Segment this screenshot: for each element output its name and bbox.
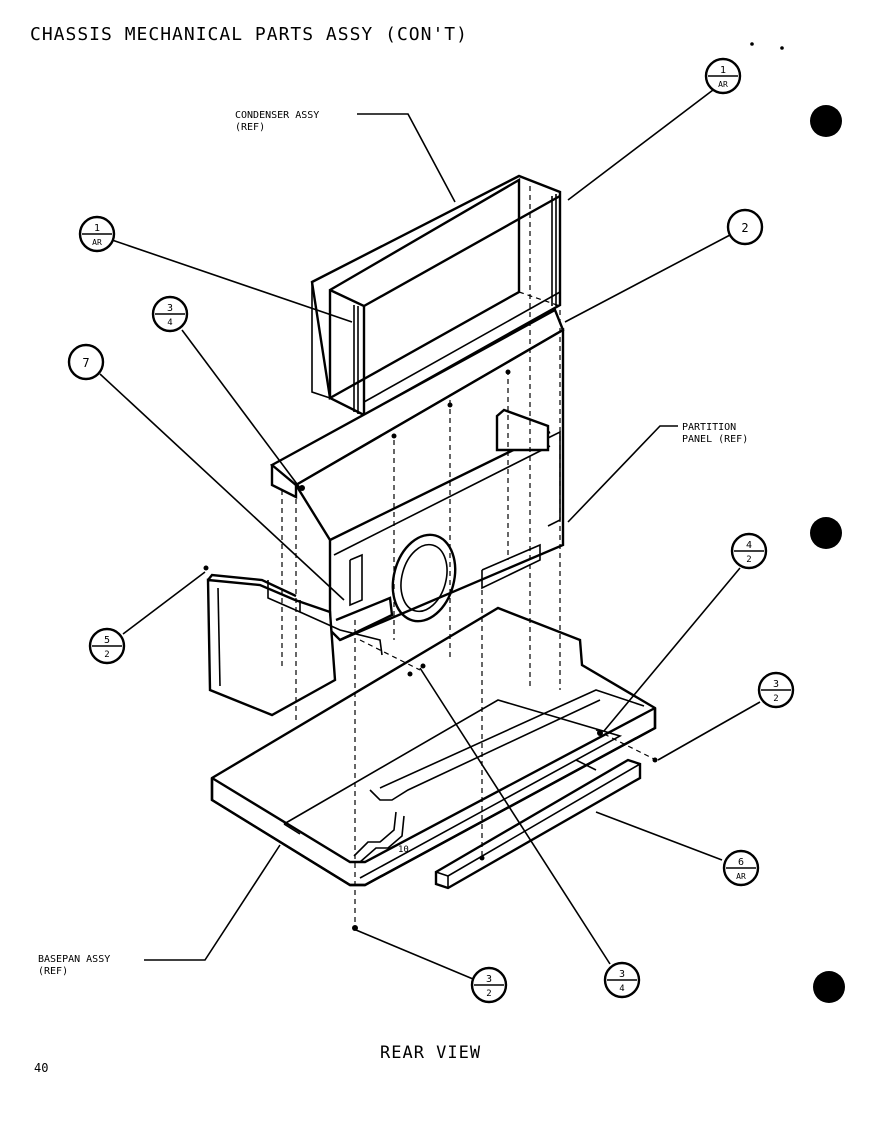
- svg-text:2: 2: [741, 221, 748, 235]
- svg-text:3: 3: [486, 974, 492, 985]
- svg-text:AR: AR: [718, 80, 728, 89]
- callout-c7: 5 2: [88, 627, 126, 665]
- svg-text:AR: AR: [736, 872, 746, 881]
- svg-text:2: 2: [746, 555, 751, 565]
- stray-mark: [750, 42, 754, 46]
- leader-partition: [567, 425, 678, 523]
- svg-text:AR: AR: [92, 238, 102, 247]
- svg-text:7: 7: [82, 356, 89, 370]
- svg-text:CONDENSER ASSY: CONDENSER ASSY: [235, 110, 319, 121]
- svg-text:5: 5: [104, 635, 110, 646]
- callout-c2: 1 AR: [78, 215, 116, 253]
- page-number: 40: [34, 1061, 48, 1075]
- svg-text:BASEPAN ASSY: BASEPAN ASSY: [38, 954, 110, 965]
- leader-basepan: [144, 844, 281, 961]
- callout-c5: 7: [67, 343, 105, 381]
- callout-c4: 3 4: [151, 295, 189, 333]
- svg-text:3: 3: [619, 969, 625, 980]
- callout-c1: 1 AR: [704, 57, 742, 95]
- basepan-assembly: 10: [210, 606, 657, 887]
- page-title: CHASSIS MECHANICAL PARTS ASSY (CON'T): [30, 24, 468, 45]
- svg-text:4: 4: [167, 318, 172, 328]
- binder-hole-top: [810, 105, 842, 137]
- svg-text:3: 3: [773, 679, 779, 690]
- svg-text:1: 1: [720, 65, 726, 76]
- stray-mark: [780, 46, 784, 50]
- condenser-assembly: [310, 174, 562, 417]
- label-condenser: CONDENSER ASSY (REF): [235, 110, 319, 133]
- svg-text:(REF): (REF): [38, 966, 68, 977]
- fastener-dots: [203, 369, 658, 931]
- svg-text:6: 6: [738, 857, 744, 868]
- svg-text:PANEL (REF): PANEL (REF): [682, 434, 748, 445]
- leader-condenser: [357, 113, 456, 203]
- bottom-bar: [434, 758, 642, 890]
- binder-hole-bottom: [813, 971, 845, 1003]
- callout-c6: 4 2: [730, 532, 768, 570]
- svg-text:2: 2: [773, 694, 778, 704]
- svg-text:2: 2: [486, 989, 491, 999]
- view-label: REAR VIEW: [380, 1043, 481, 1063]
- label-partition: PARTITION PANEL (REF): [682, 422, 748, 445]
- svg-text:2: 2: [104, 650, 109, 660]
- svg-text:4: 4: [746, 540, 752, 551]
- svg-text:4: 4: [619, 984, 624, 994]
- svg-text:3: 3: [167, 303, 173, 314]
- assembly-guides: [281, 186, 657, 930]
- callout-c3: 2: [726, 208, 764, 246]
- binder-hole-middle: [810, 517, 842, 549]
- callout-c9: 6 AR: [722, 849, 760, 887]
- callout-leaders: [99, 89, 761, 980]
- callout-c8: 3 2: [757, 671, 795, 709]
- svg-text:1: 1: [94, 223, 100, 234]
- svg-text:PARTITION: PARTITION: [682, 422, 736, 433]
- part-mark-10: 10: [398, 845, 409, 855]
- callout-c11: 3 4: [603, 961, 641, 999]
- side-bracket: [206, 573, 383, 717]
- label-basepan: BASEPAN ASSY (REF): [38, 954, 110, 977]
- callout-c10: 3 2: [470, 966, 508, 1004]
- svg-text:(REF): (REF): [235, 122, 265, 133]
